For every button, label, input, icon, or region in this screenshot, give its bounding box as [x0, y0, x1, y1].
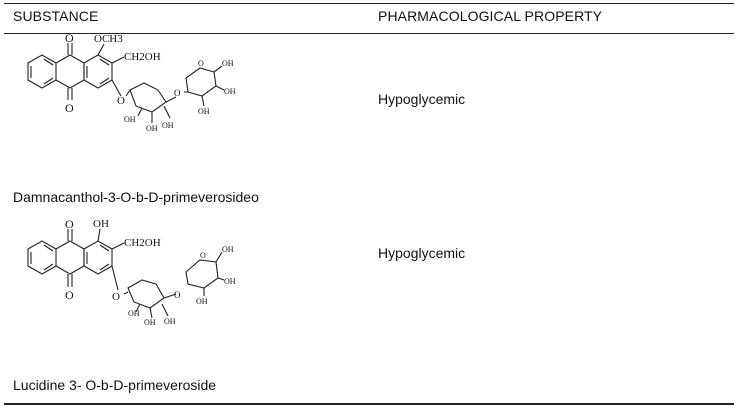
structure-lucidine-glycoside: O O OH CH2OH O O O OH OH OH OH OH OH	[27, 217, 236, 327]
row2-substance-name: Lucidine 3- O-b-D-primeveroside	[13, 377, 217, 393]
row1-substance-name: Damnacanthol-3-O-b-D-primeverosideo	[13, 189, 259, 205]
header-substance: SUBSTANCE	[13, 8, 99, 24]
carbonyl-o-top: O	[65, 217, 74, 231]
methoxy-label: OCH3	[94, 33, 123, 45]
carbonyl-o-bottom: O	[65, 101, 74, 115]
glycoside-oxygen-2: O	[174, 290, 181, 300]
hydroxyl-top-label: OH	[93, 218, 109, 230]
hydroxyl-2: OH	[144, 318, 156, 327]
table-top-rule	[4, 3, 734, 4]
hydroxyl-5: OH	[224, 87, 236, 96]
hydroxyl-2: OH	[146, 124, 158, 133]
row2-property: Hypoglycemic	[378, 245, 466, 261]
glycoside-oxygen-3: O	[198, 59, 204, 68]
header-rule	[4, 33, 734, 34]
hydroxyl-3: OH	[162, 121, 174, 130]
hydroxyl-6: OH	[196, 297, 208, 306]
carbonyl-o-bottom: O	[65, 288, 74, 302]
glycoside-oxygen-1: O	[117, 95, 125, 107]
hydroxyl-1: OH	[124, 115, 136, 124]
glycoside-oxygen-3: O	[200, 251, 206, 260]
hydroxymethyl-label: CH2OH	[124, 51, 161, 63]
hydroxyl-1: OH	[128, 309, 140, 318]
hydroxyl-6: OH	[198, 107, 210, 116]
carbonyl-o-top: O	[65, 31, 74, 45]
table-bottom-rule	[4, 403, 734, 405]
glycoside-oxygen-2: O	[174, 88, 181, 98]
hydroxyl-4: OH	[222, 245, 234, 254]
hydroxyl-4: OH	[222, 59, 234, 68]
hydroxymethyl-label: CH2OH	[124, 237, 161, 249]
hydroxyl-5: OH	[224, 277, 236, 286]
hydroxyl-3: OH	[164, 317, 176, 326]
row1-property: Hypoglycemic	[378, 91, 466, 107]
structure-damnacanthol-glycoside: O O OCH3 CH2OH O O O OH OH OH OH OH OH	[27, 31, 236, 133]
glycoside-oxygen-1: O	[112, 291, 120, 303]
header-pharmacological-property: PHARMACOLOGICAL PROPERTY	[378, 8, 603, 24]
